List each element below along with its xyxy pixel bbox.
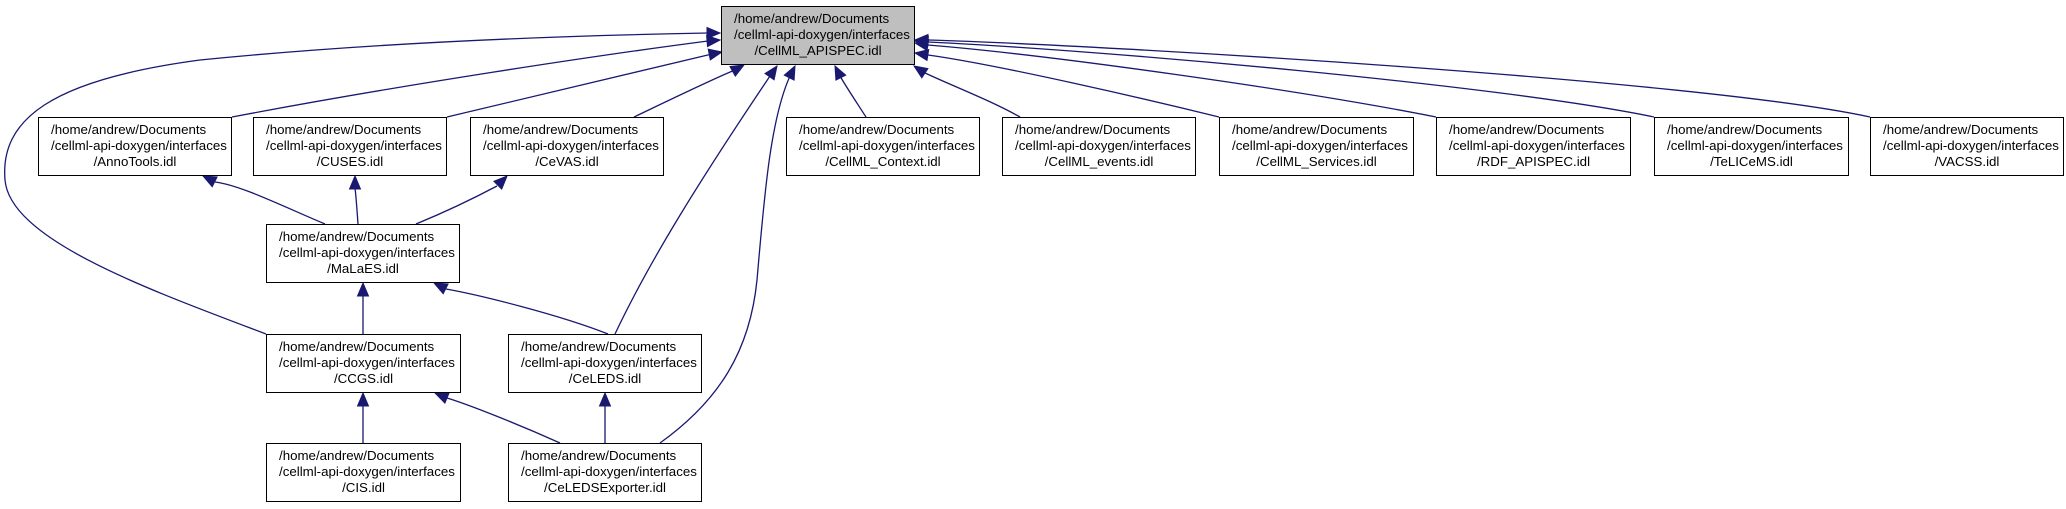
node-line: /home/andrew/Documents xyxy=(279,339,435,354)
node-line: /cellml-api-doxygen/interfaces xyxy=(521,355,697,370)
node-line: /home/andrew/Documents xyxy=(483,122,639,137)
node-filename: /VACSS.idl xyxy=(1934,154,2000,169)
node-filename: /CellML_Services.idl xyxy=(1256,154,1377,169)
node-cellml-services[interactable]: /home/andrew/Documents /cellml-api-doxyg… xyxy=(1219,117,1414,176)
node-cis[interactable]: /home/andrew/Documents /cellml-api-doxyg… xyxy=(266,443,461,502)
node-line: /home/andrew/Documents xyxy=(279,448,435,463)
arrowhead-icon xyxy=(913,48,930,62)
arrowhead-icon xyxy=(764,64,778,81)
arrowhead-icon xyxy=(707,48,724,61)
arrowhead-icon xyxy=(356,391,370,407)
arrowhead-icon xyxy=(598,391,612,407)
node-line: /cellml-api-doxygen/interfaces xyxy=(734,27,910,42)
node-cuses[interactable]: /home/andrew/Documents /cellml-api-doxyg… xyxy=(253,117,447,176)
node-line: /home/andrew/Documents xyxy=(1015,122,1171,137)
node-line: /cellml-api-doxygen/interfaces xyxy=(279,245,455,260)
node-line: /home/andrew/Documents xyxy=(1449,122,1605,137)
node-celeds-exporter[interactable]: /home/andrew/Documents /cellml-api-doxyg… xyxy=(508,443,702,502)
node-line: /cellml-api-doxygen/interfaces xyxy=(266,138,442,153)
arrowhead-icon xyxy=(493,175,508,190)
node-annotools[interactable]: /home/andrew/Documents /cellml-api-doxyg… xyxy=(38,117,232,176)
edge-celeds-to-malaes xyxy=(445,288,609,335)
edge-cuses-to-root xyxy=(446,53,713,118)
node-filename: /AnnoTools.idl xyxy=(93,154,177,169)
edge-malaes-to-cuses xyxy=(354,187,359,225)
edge-malaes-to-cevas xyxy=(415,185,498,225)
edge-cevas-to-root xyxy=(633,69,736,118)
node-line: /cellml-api-doxygen/interfaces xyxy=(521,464,697,479)
edge-exporter-to-root xyxy=(659,75,791,444)
arrowhead-icon xyxy=(201,175,218,188)
node-filename: /CeVAS.idl xyxy=(535,154,599,169)
node-line: /cellml-api-doxygen/interfaces xyxy=(1667,138,1843,153)
node-filename: /RDF_APISPEC.idl xyxy=(1476,154,1591,169)
node-line: /home/andrew/Documents xyxy=(799,122,955,137)
node-celeds[interactable]: /home/andrew/Documents /cellml-api-doxyg… xyxy=(508,334,702,393)
node-filename: /CeLEDS.idl xyxy=(568,371,642,386)
node-filename: /CUSES.idl xyxy=(316,154,384,169)
edge-services-to-root xyxy=(927,54,1220,118)
node-malaes[interactable]: /home/andrew/Documents /cellml-api-doxyg… xyxy=(266,224,460,283)
node-line: /cellml-api-doxygen/interfaces xyxy=(279,464,455,479)
node-line: /cellml-api-doxygen/interfaces xyxy=(1449,138,1625,153)
node-filename: /CellML_APISPEC.idl xyxy=(754,43,882,58)
node-ccgs[interactable]: /home/andrew/Documents /cellml-api-doxyg… xyxy=(266,334,461,393)
edge-exporter-to-ccgs xyxy=(446,397,561,444)
arrowhead-icon xyxy=(706,34,722,48)
arrowhead-icon xyxy=(729,64,746,78)
node-filename: /CeLEDSExporter.idl xyxy=(544,480,666,495)
node-line: /cellml-api-doxygen/interfaces xyxy=(51,138,227,153)
arrowhead-icon xyxy=(912,65,929,79)
node-filename: /MaLaES.idl xyxy=(327,261,399,276)
node-filename: /CellML_Context.idl xyxy=(825,154,941,169)
node-line: /home/andrew/Documents xyxy=(1232,122,1388,137)
edge-annotools-to-root xyxy=(231,40,709,118)
node-line: /cellml-api-doxygen/interfaces xyxy=(483,138,659,153)
node-line: /home/andrew/Documents xyxy=(1883,122,2039,137)
node-cellml-events[interactable]: /home/andrew/Documents /cellml-api-doxyg… xyxy=(1002,117,1196,176)
arrowhead-icon xyxy=(706,26,722,40)
arrowhead-icon xyxy=(348,174,362,190)
edge-events-to-root xyxy=(922,71,1021,118)
arrowhead-icon xyxy=(432,282,449,295)
node-line: /home/andrew/Documents xyxy=(51,122,207,137)
node-cellml-context[interactable]: /home/andrew/Documents /cellml-api-doxyg… xyxy=(786,117,980,176)
node-line: /cellml-api-doxygen/interfaces xyxy=(1232,138,1408,153)
node-line: /home/andrew/Documents xyxy=(1667,122,1823,137)
node-line: /cellml-api-doxygen/interfaces xyxy=(799,138,975,153)
node-cellml-apispec[interactable]: /home/andrew/Documents /cellml-api-doxyg… xyxy=(721,6,915,65)
node-line: /home/andrew/Documents xyxy=(521,448,677,463)
node-line: /home/andrew/Documents xyxy=(279,229,435,244)
arrowhead-icon xyxy=(433,392,450,404)
arrowhead-icon xyxy=(356,281,370,297)
arrowhead-icon xyxy=(913,33,929,47)
arrowhead-icon xyxy=(783,64,796,81)
node-line: /cellml-api-doxygen/interfaces xyxy=(1015,138,1191,153)
node-rdf-apispec[interactable]: /home/andrew/Documents /cellml-api-doxyg… xyxy=(1436,117,1631,176)
edge-celeds-to-root xyxy=(614,75,771,335)
node-cevas[interactable]: /home/andrew/Documents /cellml-api-doxyg… xyxy=(470,117,664,176)
edge-rdf-to-root xyxy=(927,44,1437,118)
node-line: /home/andrew/Documents xyxy=(521,339,677,354)
edge-context-to-root xyxy=(839,75,867,118)
node-filename: /CCGS.idl xyxy=(333,371,394,386)
node-telicems[interactable]: /home/andrew/Documents /cellml-api-doxyg… xyxy=(1654,117,1849,176)
node-line: /home/andrew/Documents xyxy=(734,11,890,26)
node-line: /cellml-api-doxygen/interfaces xyxy=(1883,138,2059,153)
edge-ccgs-to-root xyxy=(4,32,709,335)
edge-malaes-to-annotools xyxy=(214,181,326,225)
node-line: /home/andrew/Documents xyxy=(266,122,422,137)
node-line: /cellml-api-doxygen/interfaces xyxy=(279,355,455,370)
node-filename: /CIS.idl xyxy=(342,480,385,495)
arrowhead-icon xyxy=(834,64,847,81)
edge-telicems-to-root xyxy=(927,41,1655,118)
node-filename: /CellML_events.idl xyxy=(1044,154,1154,169)
edge-vacss-to-root xyxy=(927,39,1871,118)
node-filename: /TeLICeMS.idl xyxy=(1710,154,1793,169)
node-vacss[interactable]: /home/andrew/Documents /cellml-api-doxyg… xyxy=(1870,117,2064,176)
